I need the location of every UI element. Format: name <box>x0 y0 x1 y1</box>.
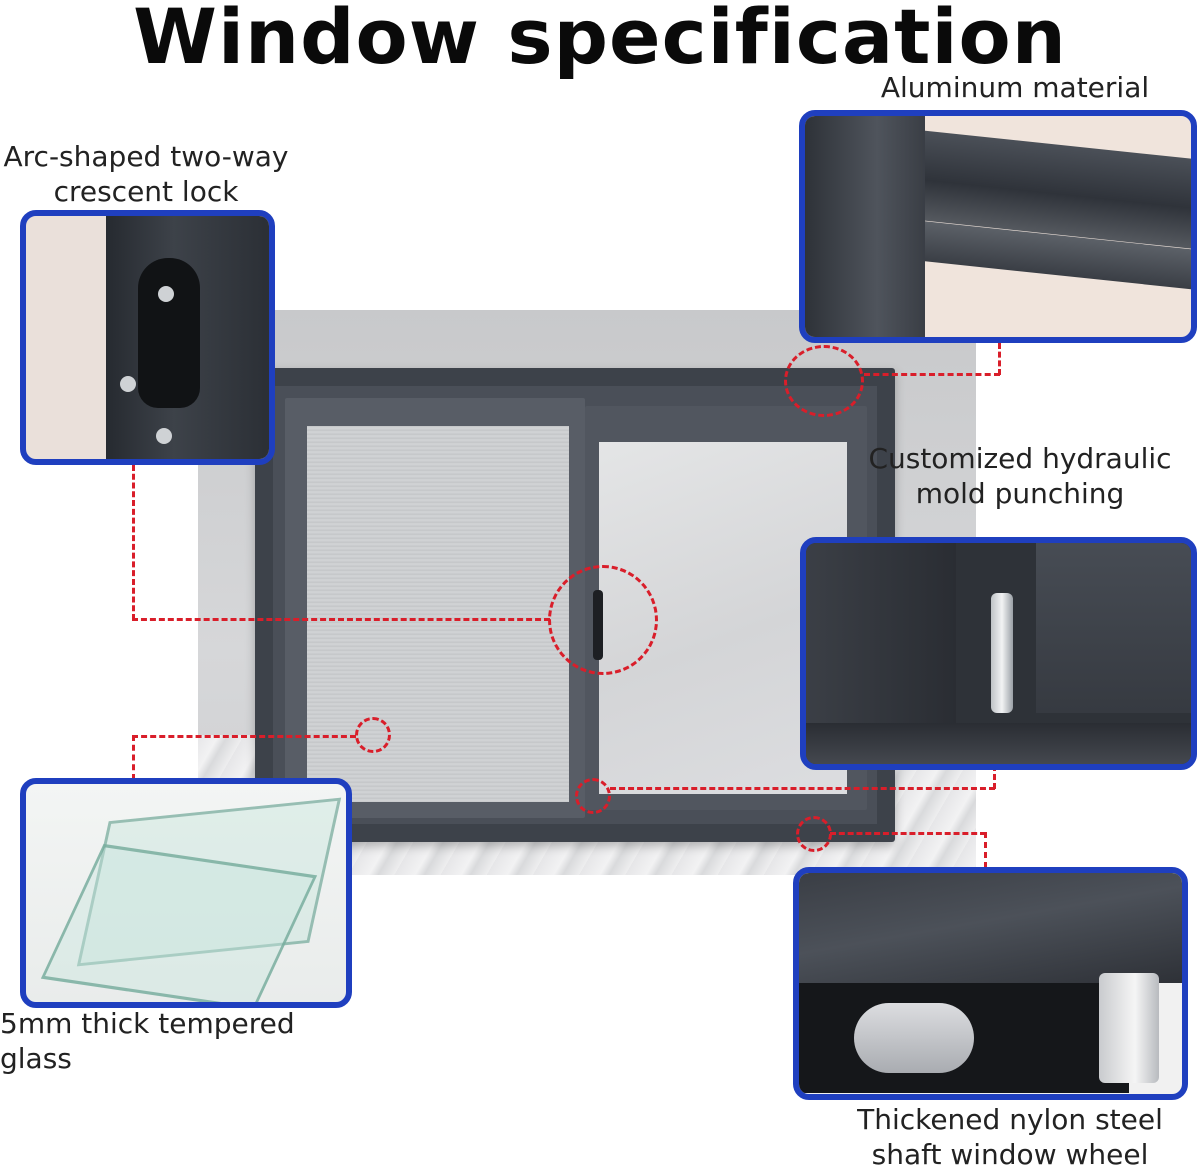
callout-circle-wheel <box>796 816 832 852</box>
leader-wheel-horizontal <box>830 832 986 835</box>
leader-lock-horizontal <box>132 618 550 621</box>
panel-window-wheel <box>793 867 1188 1100</box>
callout-circle-aluminum <box>784 345 864 417</box>
label-tempered-glass: 5mm thick tempered glass <box>0 1007 295 1075</box>
leader-lock-vertical <box>132 465 135 620</box>
callout-circle-lock <box>548 565 658 675</box>
leader-aluminum-vertical <box>998 343 1001 375</box>
profile-end-cap <box>1099 973 1159 1083</box>
latch-hook <box>991 593 1013 713</box>
label-crescent-lock-line2: crescent lock <box>53 175 239 208</box>
callout-circle-glass <box>355 717 391 753</box>
panel-hydraulic-punching <box>800 537 1197 770</box>
leader-aluminum-horizontal <box>864 373 1000 376</box>
lock-screw-bottom <box>120 376 136 392</box>
label-aluminum-material: Aluminum material <box>880 71 1150 104</box>
nylon-wheel <box>854 1003 974 1073</box>
page-title: Window specification <box>133 0 1067 81</box>
label-crescent-lock-line1: Arc-shaped two-way <box>3 140 289 173</box>
lock-screw-top <box>158 286 174 302</box>
leader-glass-horizontal <box>132 735 356 738</box>
panel-tempered-glass <box>20 778 352 1008</box>
wheel-profile-top <box>799 873 1182 983</box>
panel-aluminum-material <box>799 110 1197 343</box>
label-hydraulic-line1: Customized hydraulic <box>868 442 1172 475</box>
lock-screw-lower <box>156 428 172 444</box>
left-sash <box>285 398 585 818</box>
callout-circle-hydraulic <box>575 778 611 814</box>
leader-wheel-vertical <box>984 832 987 868</box>
crescent-lock-body <box>138 258 200 408</box>
leader-hydraulic-vertical <box>993 765 996 789</box>
label-window-wheel-line2: shaft window wheel <box>871 1138 1149 1171</box>
aluminum-profile-left <box>805 116 925 337</box>
leader-glass-vertical <box>132 735 135 780</box>
glass-sheet-front <box>40 843 318 1002</box>
screen-mesh-pane <box>307 426 569 802</box>
punched-profile-right <box>1036 543 1191 713</box>
leader-hydraulic-horizontal <box>610 787 995 790</box>
label-window-wheel-line1: Thickened nylon steel <box>857 1103 1163 1136</box>
panel-crescent-lock <box>20 210 275 465</box>
label-hydraulic-line2: mold punching <box>915 477 1125 510</box>
profile-bottom-rail <box>806 723 1191 764</box>
